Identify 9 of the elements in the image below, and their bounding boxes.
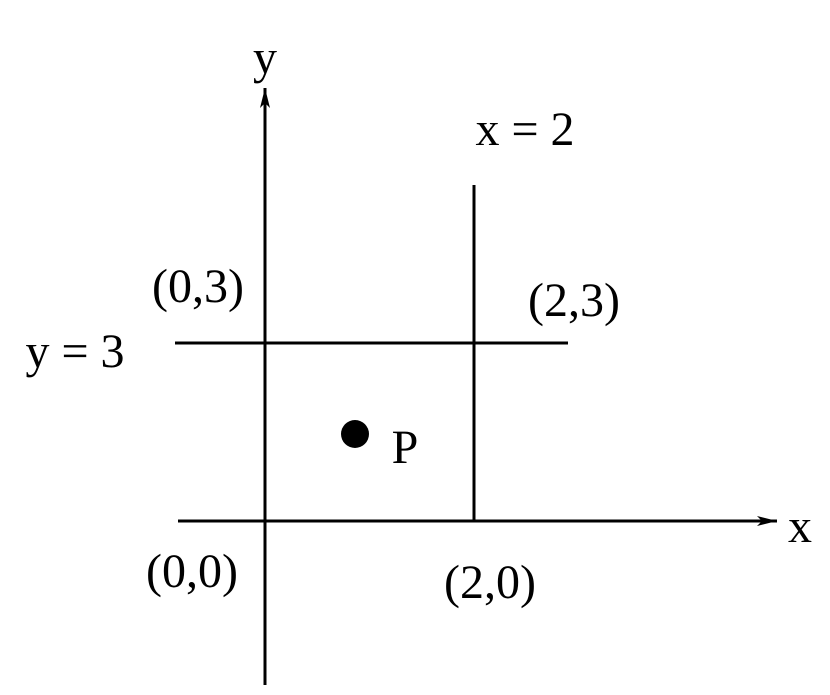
- point-label: (0,0): [146, 548, 238, 596]
- line-equation: x = 2: [475, 106, 575, 154]
- axis-label: y: [253, 34, 277, 82]
- point-label: (2,3): [528, 277, 620, 325]
- line-equation: y = 3: [25, 328, 125, 376]
- point-label: (2,0): [444, 559, 536, 607]
- axis-label: x: [788, 503, 812, 551]
- point-label: (0,3): [152, 263, 244, 311]
- point-label: P: [392, 424, 418, 472]
